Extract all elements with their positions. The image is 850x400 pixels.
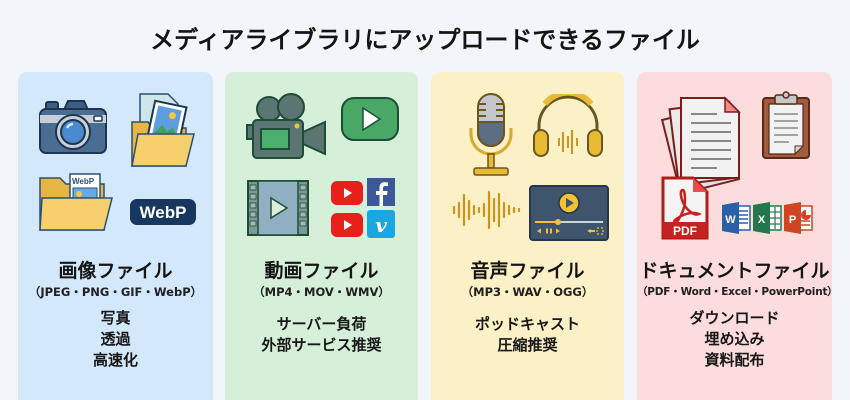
svg-text:X: X xyxy=(758,214,766,226)
document-files-card: PDF W X P ドキュメントファイル （PDF・Word・Excel・Pow… xyxy=(637,72,838,400)
page-title: メディアライブラリにアップロードできるファイル xyxy=(150,26,700,54)
video-camera-icon xyxy=(246,93,326,159)
svg-text:PDF: PDF xyxy=(673,224,697,238)
excel-icon: X xyxy=(753,202,782,234)
audio-files-card: 音声ファイル （MP3・WAV・OGG） ポッドキャスト 圧縮推奨 xyxy=(431,72,624,400)
clipboard-icon xyxy=(762,91,810,159)
video-files-card: v 動画ファイル （MP4・MOV・WMV） サーバー負荷 外部サービス推奨 xyxy=(225,72,418,400)
feature-item: 圧縮推奨 xyxy=(497,336,558,354)
feature-item: 透過 xyxy=(100,330,131,348)
facebook-icon xyxy=(367,178,395,206)
headphones-icon xyxy=(533,94,603,157)
category-title: ドキュメントファイル xyxy=(639,260,830,282)
documents-icon xyxy=(660,96,741,192)
youtube-icon xyxy=(331,213,363,237)
feature-item: 写真 xyxy=(100,309,131,327)
webp-folder-icon: WebP xyxy=(39,173,113,231)
image-files-card: WebP WebP 画像ファイル （JPEG・PNG・GIF・WebP） 写真 … xyxy=(18,72,213,400)
media-player-icon xyxy=(529,185,609,241)
youtube-icon xyxy=(331,181,363,205)
play-button-icon xyxy=(341,97,399,141)
svg-text:W: W xyxy=(725,214,736,226)
category-formats: （JPEG・PNG・GIF・WebP） xyxy=(28,285,203,299)
feature-item: サーバー負荷 xyxy=(276,315,367,333)
feature-item: 外部サービス推奨 xyxy=(261,336,382,354)
category-title: 画像ファイル xyxy=(58,260,173,282)
category-formats: （MP4・MOV・WMV） xyxy=(253,285,390,299)
svg-text:v: v xyxy=(375,213,387,237)
category-title: 音声ファイル xyxy=(470,260,585,282)
microphone-icon xyxy=(469,93,513,176)
svg-text:WebP: WebP xyxy=(140,203,187,222)
camera-icon xyxy=(39,100,107,154)
category-formats: （PDF・Word・Excel・PowerPoint） xyxy=(637,286,838,298)
feature-item: 埋め込み xyxy=(704,330,765,348)
webp-badge-icon: WebP xyxy=(130,199,196,225)
waveform-icon xyxy=(452,190,521,230)
feature-item: ポッドキャスト xyxy=(474,315,580,333)
feature-item: 高速化 xyxy=(92,351,138,369)
svg-text:WebP: WebP xyxy=(72,177,95,186)
feature-item: 資料配布 xyxy=(704,351,765,369)
svg-text:P: P xyxy=(789,214,796,226)
category-title: 動画ファイル xyxy=(264,260,379,282)
category-formats: （MP3・WAV・OGG） xyxy=(461,285,594,299)
film-strip-icon xyxy=(247,180,309,236)
pdf-icon: PDF xyxy=(661,176,709,240)
feature-item: ダウンロード xyxy=(689,309,780,327)
image-folder-icon xyxy=(131,93,195,167)
word-icon: W xyxy=(722,202,751,234)
vimeo-icon: v xyxy=(367,210,395,238)
powerpoint-icon: P xyxy=(784,202,813,234)
